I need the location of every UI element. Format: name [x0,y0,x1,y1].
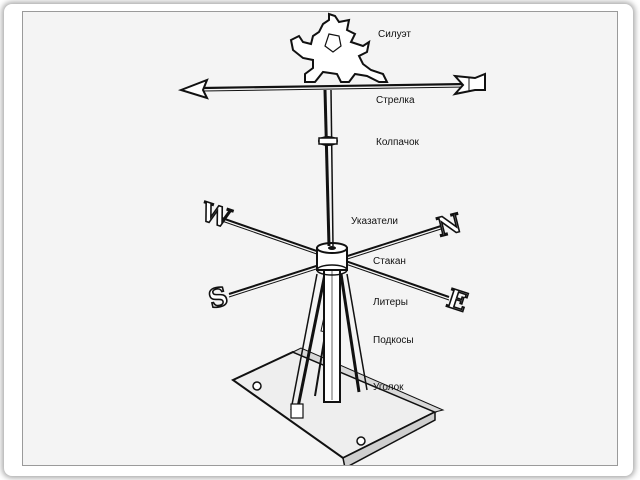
bolt-hole-left [252,381,262,391]
diagram-labels: Силуэт Стрелка Колпачок Указатели Стакан… [351,29,420,393]
label-struts: Подкосы [373,335,414,346]
label-angle: Уголок [373,382,404,393]
rider-silhouette [289,12,389,83]
spindle-rod [323,89,334,247]
weathervane-figure: W N S E Силуэт Стрелка Колпачок Указа [22,11,618,466]
letter-west: W [196,197,235,235]
label-pointers: Указатели [351,216,398,227]
arrow [177,72,486,100]
label-letters: Литеры [373,297,408,308]
letter-east: E [443,284,471,319]
cup [316,242,348,276]
label-cap: Колпачок [376,137,420,148]
label-arrow: Стрелка [376,95,415,106]
mast [323,261,341,403]
base-angle-plate [231,347,445,465]
letter-north: N [434,209,464,244]
label-silhouette: Силуэт [378,29,411,40]
letter-south: S [206,282,231,316]
bolt-hole-right [356,436,366,446]
cap [318,136,338,146]
label-cup: Стакан [373,256,406,267]
